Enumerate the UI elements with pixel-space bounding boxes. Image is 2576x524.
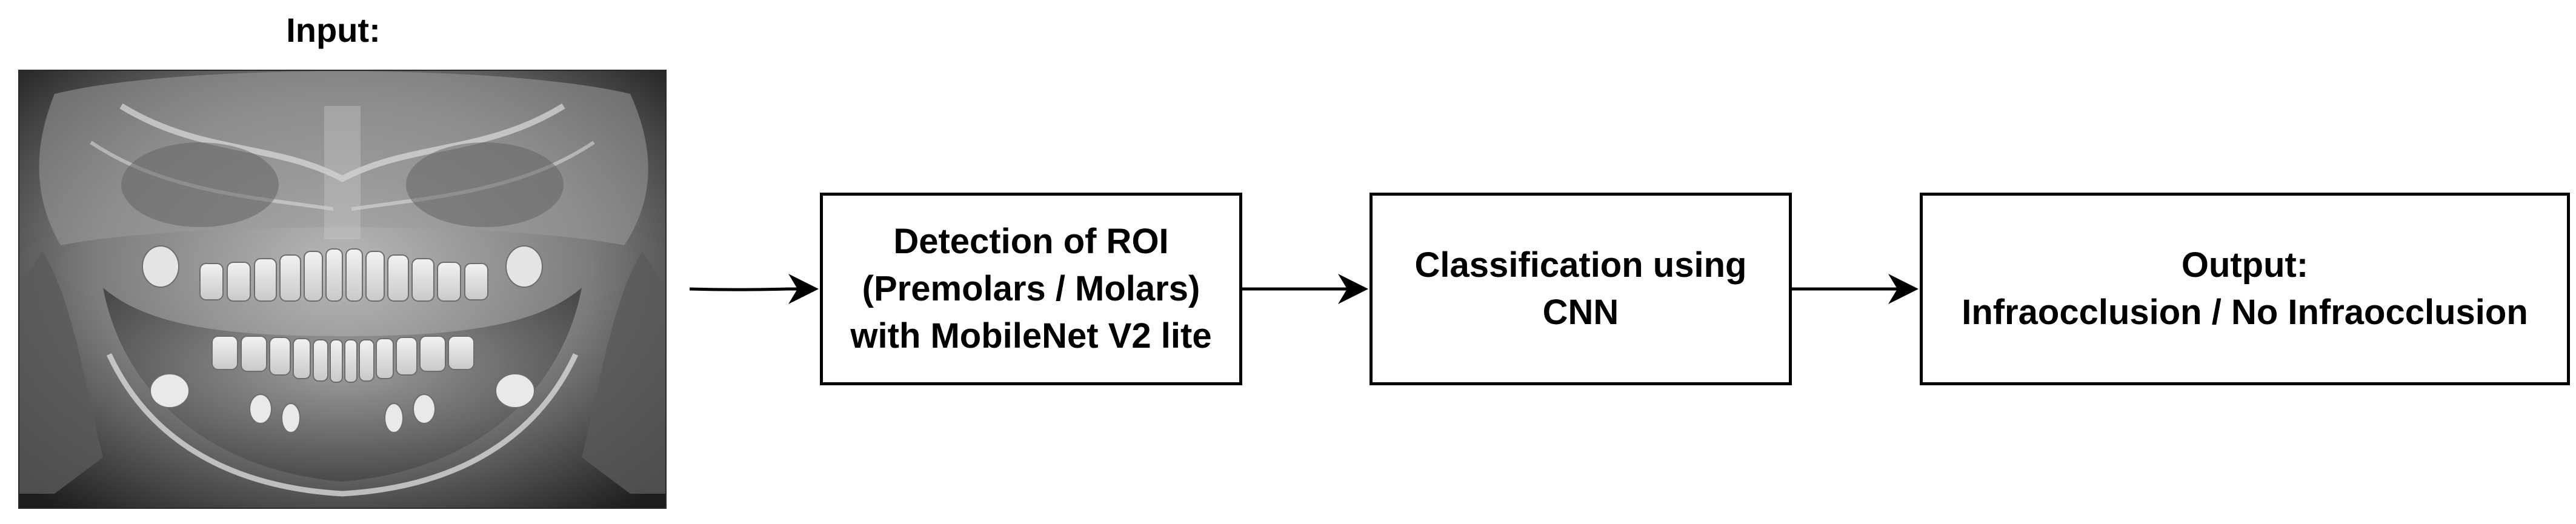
panoramic-xray-image	[18, 70, 667, 509]
classification-line-1: Classification using	[1414, 245, 1747, 285]
detection-line-2: (Premolars / Molars)	[862, 269, 1200, 308]
detection-line-1: Detection of ROI	[893, 222, 1169, 261]
output-line-2: Infraocclusion / No Infraocclusion	[1962, 293, 2528, 332]
input-label: Input:	[286, 11, 381, 49]
output-line-1: Output:	[2181, 245, 2309, 285]
detection-roi-box: Detection of ROI (Premolars / Molars) wi…	[820, 193, 1242, 385]
output-box: Output: Infraocclusion / No Infraocclusi…	[1920, 193, 2570, 385]
arrow-input-to-detection	[689, 274, 819, 304]
classification-line-2: CNN	[1542, 293, 1619, 332]
detection-line-3: with MobileNet V2 lite	[850, 316, 1212, 356]
classification-cnn-box: Classification using CNN	[1370, 193, 1792, 385]
